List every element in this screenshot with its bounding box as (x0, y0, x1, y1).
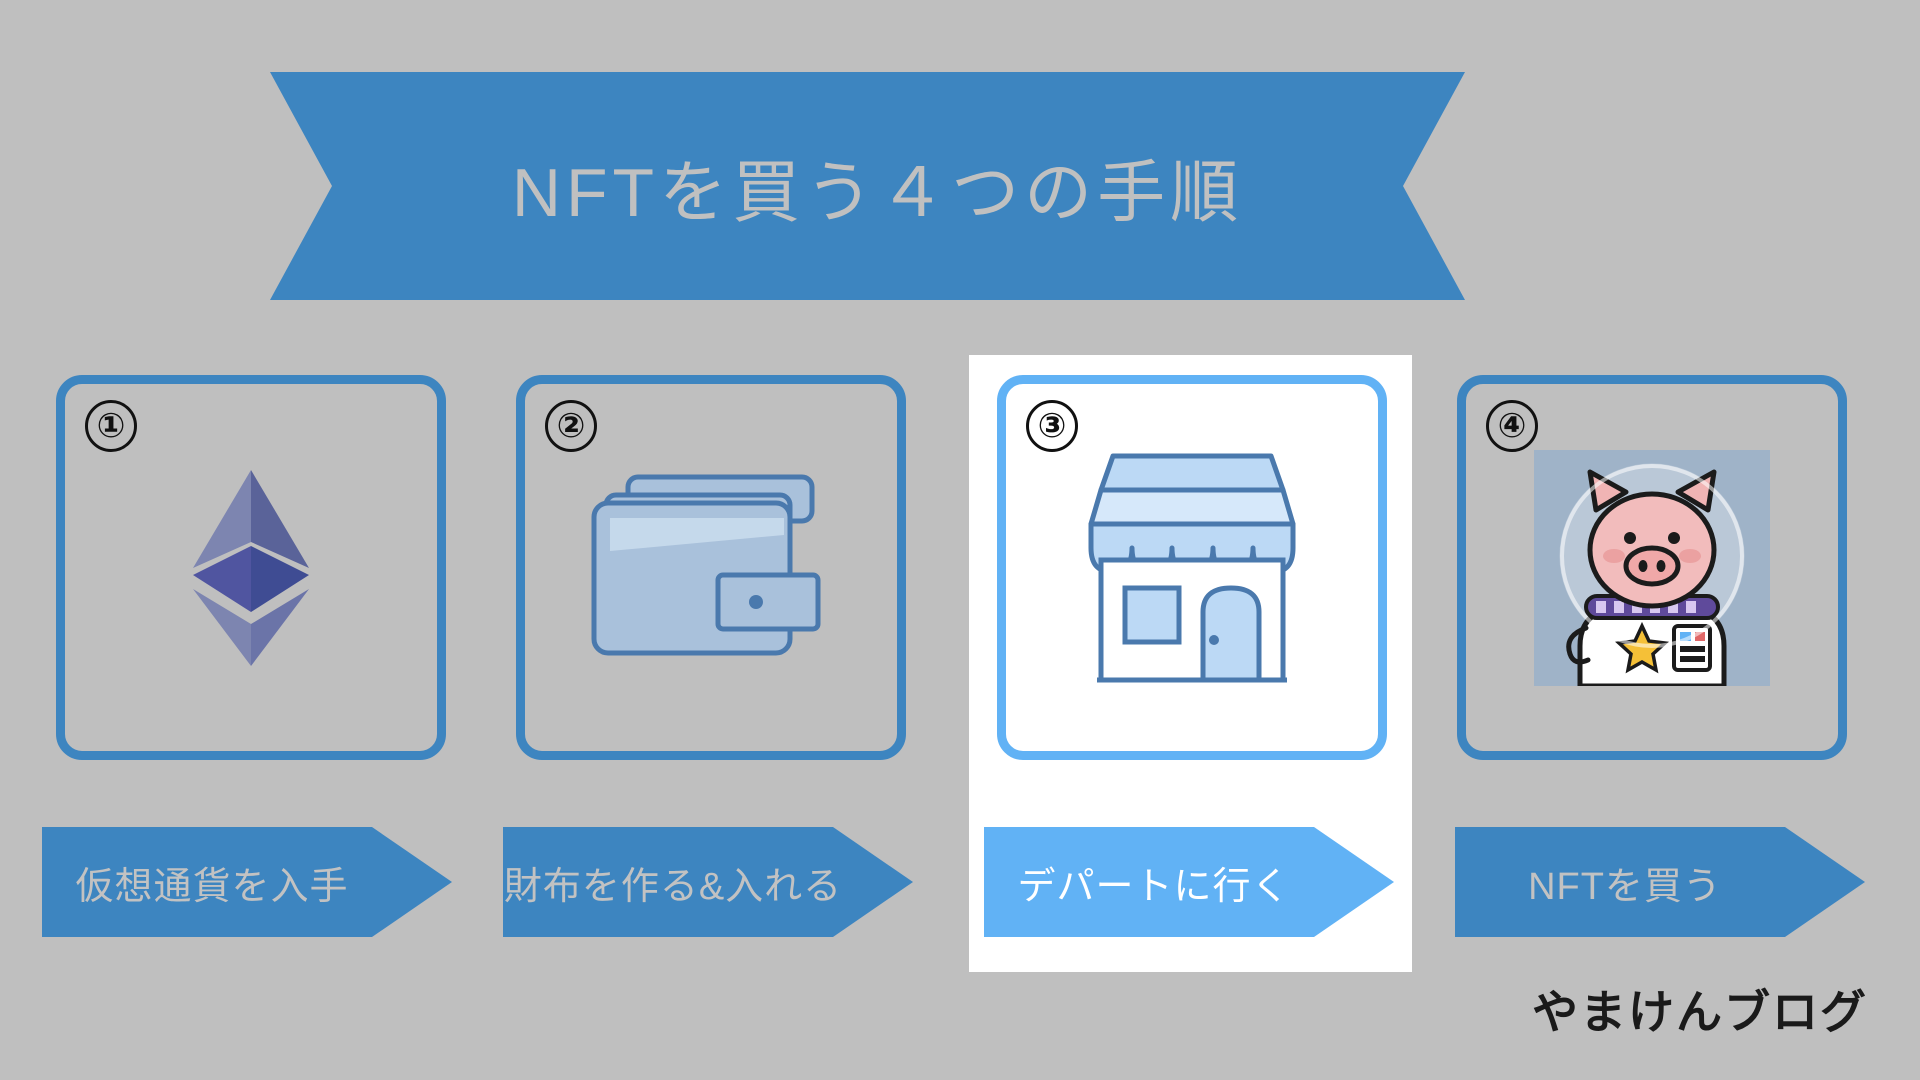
step-label-2: 財布を作る&入れる (503, 865, 843, 908)
storefront-icon (1006, 384, 1378, 751)
step-number-badge-4: ④ (1486, 400, 1538, 452)
arrow-shape-1 (42, 827, 452, 937)
banner-ribbon-shape (270, 72, 1465, 300)
arrow-shape-3 (984, 827, 1394, 937)
page-title: NFTを買う４つの手順 (511, 154, 1244, 231)
step-arrow-label-1[interactable]: 仮想通貨を入手 (42, 827, 452, 937)
step-card-1[interactable]: ① (56, 375, 446, 760)
arrow-shape-4 (1455, 827, 1865, 937)
step-card-2[interactable]: ② (516, 375, 906, 760)
step-arrow-label-4[interactable]: NFTを買う (1455, 827, 1865, 937)
title-banner: NFTを買う４つの手順 (270, 72, 1465, 300)
watermark-blog-name: やまけんブログ (1532, 986, 1868, 1038)
step-arrow-label-2[interactable]: 財布を作る&入れる (503, 827, 913, 937)
step-number-badge-2: ② (545, 400, 597, 452)
step-number-badge-3: ③ (1026, 400, 1078, 452)
step-card-3[interactable]: ③ (997, 375, 1387, 760)
step-label-4: NFTを買う (1528, 865, 1722, 908)
arrow-shape-2 (503, 827, 913, 937)
step-label-1: 仮想通貨を入手 (75, 865, 349, 908)
ethereum-logo-icon (65, 384, 437, 751)
step-arrow-label-3[interactable]: デパートに行く (984, 827, 1394, 937)
pig-avatar-nft-icon (1466, 384, 1838, 751)
step-label-3: デパートに行く (1017, 865, 1291, 908)
step-number-badge-1: ① (85, 400, 137, 452)
step-card-4[interactable]: ④ (1457, 375, 1847, 760)
wallet-icon (525, 384, 897, 751)
